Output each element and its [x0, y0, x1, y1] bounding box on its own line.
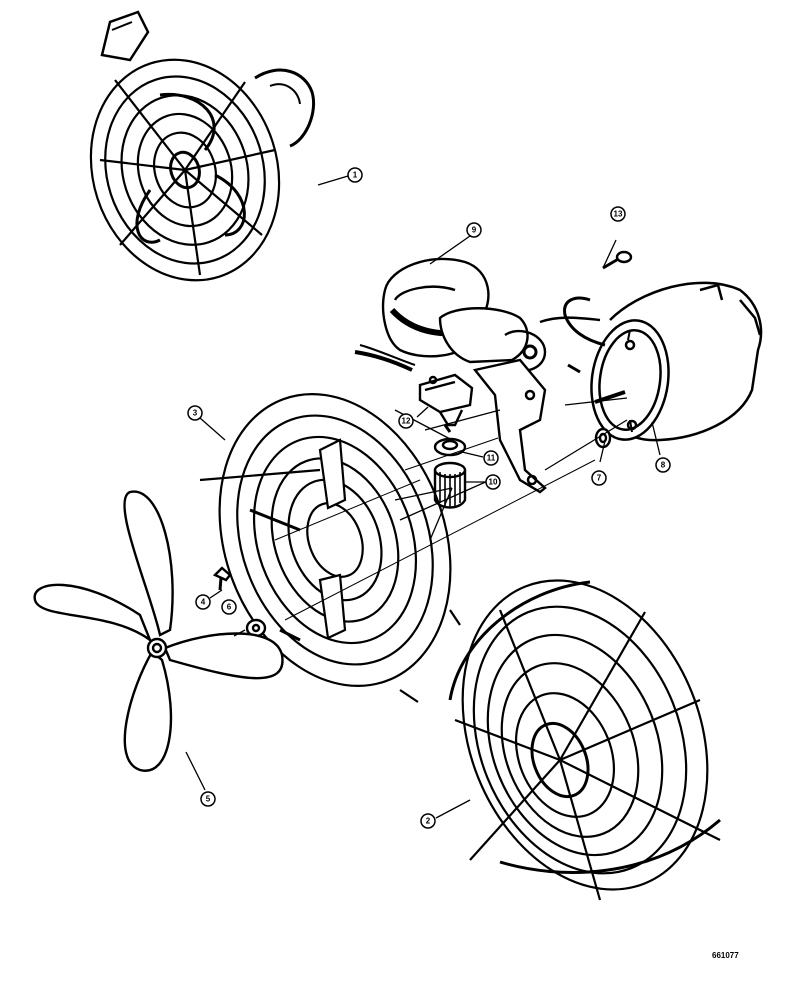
rear-guard-part-2 [448, 579, 721, 901]
callout-13-label: 13 [614, 210, 623, 219]
motor-part-8 [539, 281, 763, 442]
callout-9: 9 [466, 222, 482, 238]
callout-5-label: 5 [206, 795, 211, 804]
screw-part-13 [602, 250, 633, 270]
callout-10-label: 10 [489, 478, 498, 487]
nut-part-6 [245, 618, 267, 638]
callout-12-label: 12 [402, 417, 411, 426]
screw-part-4 [212, 566, 232, 591]
callout-1: 1 [347, 167, 363, 183]
leader-lines [185, 175, 661, 819]
motor-housing-part-9 [354, 257, 547, 494]
callout-2-label: 2 [426, 817, 431, 826]
callout-10: 10 [485, 474, 501, 490]
fan-blade-part-5 [33, 490, 284, 772]
callout-4-label: 4 [201, 598, 206, 607]
callout-8-label: 8 [661, 461, 666, 470]
callout-5: 5 [200, 791, 216, 807]
callout-6-label: 6 [227, 603, 232, 612]
callout-13: 13 [610, 206, 626, 222]
callout-12: 12 [398, 413, 414, 429]
callout-8: 8 [655, 457, 671, 473]
assembled-fan-part-1 [89, 10, 315, 282]
callout-1-label: 1 [353, 171, 358, 180]
drawing-number: 661077 [712, 951, 739, 960]
callout-11: 11 [483, 450, 499, 466]
callout-3-label: 3 [193, 409, 198, 418]
callout-4: 4 [195, 594, 211, 610]
callout-6: 6 [221, 599, 237, 615]
callout-2: 2 [420, 813, 436, 829]
front-guard-part-3 [199, 393, 461, 703]
callout-9-label: 9 [472, 226, 477, 235]
switch-part-12 [418, 373, 474, 433]
callout-7-label: 7 [597, 474, 602, 483]
nut-part-11 [433, 437, 467, 457]
knob-part-10 [433, 461, 467, 509]
callout-3: 3 [187, 405, 203, 421]
callout-11-label: 11 [487, 454, 496, 463]
callout-7: 7 [591, 470, 607, 486]
